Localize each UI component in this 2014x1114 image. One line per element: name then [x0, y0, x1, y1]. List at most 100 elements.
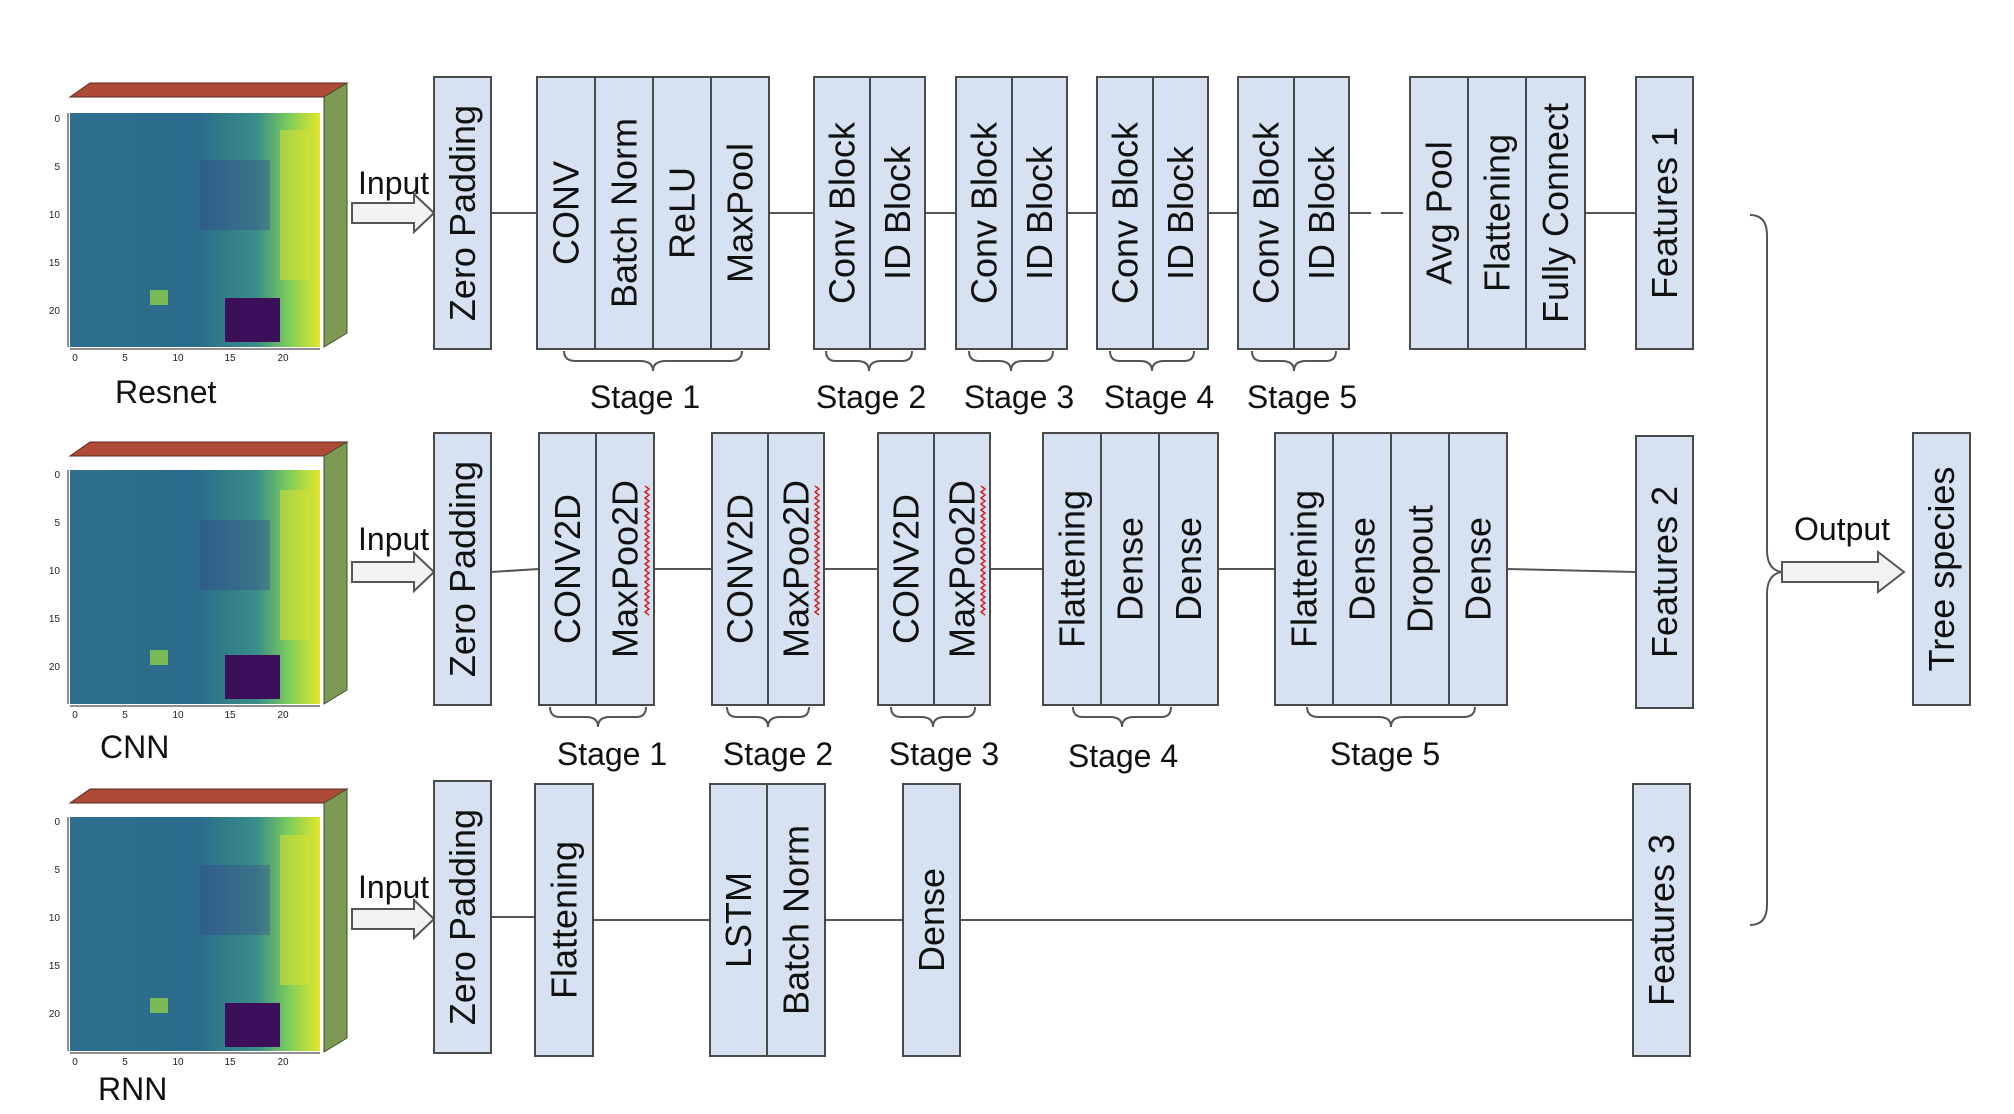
input-cube-cnn: 0 5 10 15 20 0 5 10 15 20: [49, 441, 349, 721]
block-label: Flattening: [1477, 134, 1518, 292]
block-label: Dense: [1342, 517, 1383, 621]
block-zero-padding: Zero Padding: [433, 432, 492, 706]
stage-brace: [1072, 706, 1172, 728]
tick-x: 15: [224, 1057, 236, 1068]
tick-x: 15: [224, 353, 236, 364]
input-arrow: [351, 191, 436, 235]
block-label: Flattening: [1284, 490, 1325, 648]
block-label: ID Block: [1160, 145, 1201, 280]
block-tree-species: Tree species: [1912, 432, 1971, 706]
block-label: ID Block: [877, 145, 918, 280]
block-features-3: Features 3: [1632, 783, 1691, 1057]
block-label: Zero Padding: [442, 105, 483, 321]
input-arrow-label: Input: [358, 165, 429, 201]
block-zero-padding: Zero Padding: [433, 780, 492, 1054]
stage-brace: [1109, 350, 1195, 372]
tick-y: 10: [49, 210, 61, 221]
spellcheck-squiggle: [813, 485, 821, 616]
block-label: Features 2: [1644, 486, 1685, 658]
heatmap-dark-patch: [225, 1003, 280, 1047]
block-label: CONV2D: [886, 494, 927, 644]
block-label: CONV2D: [547, 494, 588, 644]
tick-x: 10: [172, 1057, 184, 1068]
stage-brace: [726, 706, 810, 728]
tick-y: 15: [49, 258, 61, 269]
stage-brace: [825, 350, 913, 372]
block-head: Avg Pool Flattening Fully Connect: [1409, 76, 1586, 350]
block-label: CONV2D: [720, 494, 761, 644]
block-stage1: CONV2D MaxPoo2D: [538, 432, 655, 706]
block-label: Dense: [911, 868, 952, 972]
block-stage3: CONV2D MaxPoo2D: [877, 432, 991, 706]
block-label: Avg Pool: [1419, 141, 1460, 284]
tick-x: 20: [277, 353, 289, 364]
block-label: Dropout: [1400, 505, 1441, 633]
block-stage5: Flattening Dense Dropout Dense: [1274, 432, 1508, 706]
tick-y: 5: [54, 162, 60, 173]
input-label-resnet: Resnet: [115, 374, 217, 410]
block-features-1: Features 1: [1635, 76, 1694, 350]
output-arrow: [1781, 549, 1906, 595]
tick-x: 5: [122, 353, 128, 364]
stage-brace: [890, 706, 976, 728]
block-label: Features 1: [1644, 127, 1685, 299]
row-cnn: Zero Padding CONV2D MaxPoo2D CONV2D MaxP…: [433, 432, 1694, 774]
stage-brace: [1306, 706, 1476, 728]
block-label: LSTM: [718, 872, 759, 968]
block-stage2: CONV2D MaxPoo2D: [711, 432, 825, 706]
tick-x: 0: [72, 1057, 78, 1068]
row-rnn: Zero Padding Flattening LSTM Batch Norm …: [433, 780, 1691, 1057]
block-label: Zero Padding: [442, 461, 483, 677]
block-stage4: Conv Block ID Block: [1096, 76, 1209, 350]
block-label: Conv Block: [1246, 121, 1287, 304]
tick-y: 20: [49, 662, 61, 673]
tick-y: 20: [49, 1009, 61, 1020]
tick-x: 10: [172, 710, 184, 721]
block-label: ID Block: [1301, 145, 1342, 280]
block-stage4: Flattening Dense Dense: [1042, 432, 1219, 706]
tick-x: 20: [277, 1057, 289, 1068]
block-flattening: Flattening: [534, 783, 594, 1057]
block-label: MaxPool: [720, 143, 761, 283]
block-label: Zero Padding: [442, 809, 483, 1025]
stage-brace: [1251, 350, 1337, 372]
stage-label: Stage 5: [1330, 736, 1440, 772]
tick-x: 15: [224, 710, 236, 721]
tick-x: 20: [277, 710, 289, 721]
tick-y: 5: [54, 518, 60, 529]
tick-y: 10: [49, 566, 61, 577]
input-arrow-label: Input: [358, 869, 429, 905]
block-stage5: Conv Block ID Block: [1237, 76, 1350, 350]
stage-label: Stage 3: [889, 736, 999, 772]
stage-label: Stage 3: [964, 379, 1074, 415]
tick-y: 15: [49, 614, 61, 625]
stage-label: Stage 4: [1068, 738, 1178, 774]
block-label: Conv Block: [1105, 121, 1146, 304]
block-label: Conv Block: [964, 121, 1005, 304]
tick-x: 10: [172, 353, 184, 364]
block-label: Flattening: [544, 841, 585, 999]
block-stage2: Conv Block ID Block: [813, 76, 926, 350]
block-label: ReLU: [662, 167, 703, 259]
spellcheck-squiggle: [643, 485, 651, 616]
input-cube-resnet: 0 5 10 15 20 0 5 10 15 20: [49, 82, 349, 364]
block-label: Dense: [1110, 517, 1151, 621]
tick-y: 10: [49, 913, 61, 924]
block-label: MaxPoo2D: [605, 480, 646, 658]
output-target-label: Tree species: [1921, 467, 1962, 672]
tick-x: 0: [72, 353, 78, 364]
block-dense: Dense: [902, 783, 961, 1057]
block-features-2: Features 2: [1635, 435, 1694, 709]
block-label: Dense: [1458, 517, 1499, 621]
block-label: ID Block: [1019, 145, 1060, 280]
block-zero-padding: Zero Padding: [433, 76, 492, 350]
block-label: Flattening: [1052, 490, 1093, 648]
stage-brace: [968, 350, 1054, 372]
block-label: MaxPoo2D: [776, 480, 817, 658]
block-label: Conv Block: [822, 121, 863, 304]
stage-label: Stage 5: [1247, 379, 1357, 415]
row-resnet: Zero Padding CONV Batch Norm ReLU MaxPoo…: [433, 76, 1694, 415]
input-arrow-label: Input: [358, 521, 429, 557]
merge-brace: [1749, 214, 1783, 926]
